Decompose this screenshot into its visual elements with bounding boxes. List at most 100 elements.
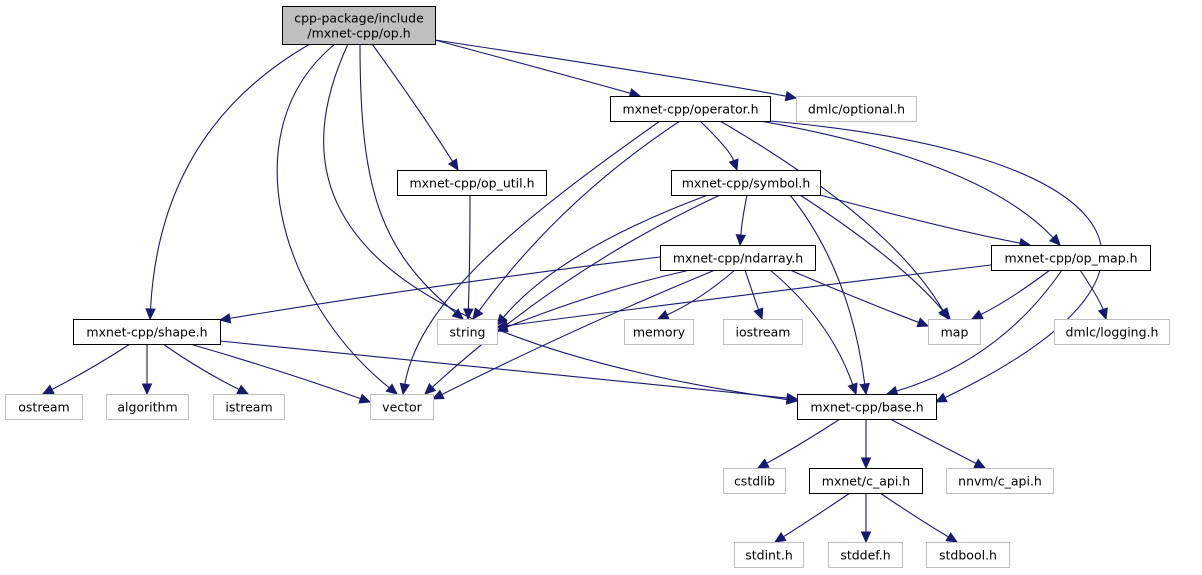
node-nnvm-c-api: nnvm/c_api.h	[946, 468, 1054, 494]
arrowhead-icon	[860, 457, 872, 470]
node-memory: memory	[624, 319, 694, 345]
edge-line	[503, 194, 709, 318]
node-label: memory	[633, 325, 686, 340]
node-symbol[interactable]: mxnet-cpp/symbol.h	[671, 170, 821, 196]
edge-operator-to-op_map	[759, 120, 1061, 246]
edge-operator-to-base	[769, 120, 1103, 403]
edge-line	[162, 343, 240, 391]
node-label: mxnet-cpp/base.h	[810, 400, 923, 415]
edge-line	[506, 264, 992, 327]
arrowhead-icon	[41, 384, 55, 395]
node-c-api[interactable]: mxnet/c_api.h	[809, 468, 923, 494]
edge-line	[51, 343, 131, 390]
node-stddef: stddef.h	[828, 542, 903, 568]
node-op-map[interactable]: mxnet-cpp/op_map.h	[991, 245, 1151, 271]
arrowhead-icon	[916, 317, 930, 328]
arrowhead-icon	[495, 320, 509, 331]
node-stdint: stdint.h	[734, 542, 804, 568]
node-op-util[interactable]: mxnet-cpp/op_util.h	[397, 170, 547, 196]
nodes-layer: cpp-package/include/mxnet-cpp/op.h mxnet-…	[5, 6, 1170, 568]
node-base[interactable]: mxnet-cpp/base.h	[797, 394, 937, 420]
arrowhead-icon	[859, 382, 870, 396]
edge-line	[799, 194, 944, 312]
node-optional: dmlc/optional.h	[796, 96, 917, 122]
node-logging: dmlc/logging.h	[1054, 319, 1170, 345]
node-box	[723, 319, 803, 345]
edge-symbol-to-map	[799, 194, 951, 320]
edge-line	[467, 194, 471, 310]
edge-op_util-to-string	[463, 194, 474, 321]
node-box	[106, 394, 189, 420]
node-box	[437, 319, 498, 345]
node-box[interactable]	[991, 245, 1151, 271]
node-box[interactable]	[282, 6, 436, 45]
node-label: mxnet-cpp/shape.h	[86, 325, 207, 340]
edge-line	[149, 43, 311, 310]
node-operator[interactable]: mxnet-cpp/operator.h	[610, 96, 771, 122]
edge-line	[431, 194, 721, 388]
arrowhead-icon	[756, 458, 770, 469]
node-algorithm: algorithm	[106, 394, 189, 420]
node-stdbool: stdbool.h	[926, 542, 1010, 568]
edge-line	[819, 194, 1021, 244]
arrowhead-icon	[939, 307, 951, 320]
edge-ndarray-to-shape	[218, 256, 661, 324]
arrowhead-icon	[424, 383, 437, 395]
node-label: vector	[382, 400, 423, 415]
edge-line	[744, 269, 760, 310]
node-box[interactable]	[660, 245, 816, 271]
node-box	[926, 542, 1010, 568]
edge-line	[478, 120, 681, 312]
node-box[interactable]	[397, 170, 547, 196]
node-box[interactable]	[797, 394, 937, 420]
arrowhead-icon	[236, 384, 250, 395]
node-cstdlib: cstdlib	[723, 468, 786, 494]
node-ndarray[interactable]: mxnet-cpp/ndarray.h	[660, 245, 816, 271]
edge-line	[359, 43, 456, 314]
edge-c_api-to-stddef	[860, 492, 872, 544]
node-box	[734, 542, 804, 568]
arrowhead-icon	[451, 308, 464, 320]
node-label: dmlc/optional.h	[808, 102, 905, 117]
node-box	[624, 319, 694, 345]
edge-line	[980, 269, 1051, 316]
node-box[interactable]	[671, 170, 821, 196]
arrowhead-icon	[773, 531, 787, 543]
arrowhead-icon	[847, 382, 858, 396]
node-label: mxnet/c_api.h	[822, 474, 910, 489]
edge-shape-to-base	[219, 340, 799, 404]
node-op[interactable]: cpp-package/include/mxnet-cpp/op.h	[282, 6, 436, 45]
arrowhead-icon	[218, 313, 232, 324]
edge-shape-to-ostream	[41, 343, 131, 395]
edge-line	[219, 340, 788, 399]
node-label: mxnet-cpp/op_util.h	[409, 176, 534, 191]
arrowhead-icon	[753, 307, 764, 321]
node-box	[828, 542, 903, 568]
edge-line	[879, 492, 949, 538]
edge-op-to-string	[359, 43, 464, 320]
edge-line	[323, 43, 788, 401]
arrowhead-icon	[1097, 307, 1108, 321]
arrowhead-icon	[399, 382, 411, 396]
arrowhead-icon	[358, 393, 372, 404]
edge-symbol-to-base	[789, 194, 870, 396]
node-label: cpp-package/include	[294, 11, 424, 26]
node-iostream: iostream	[723, 319, 803, 345]
node-string: string	[437, 319, 498, 345]
node-shape[interactable]: mxnet-cpp/shape.h	[73, 319, 221, 345]
node-ostream: ostream	[5, 394, 83, 420]
edge-line	[434, 39, 787, 97]
edge-line	[889, 418, 977, 464]
arrowhead-icon	[945, 532, 959, 543]
arrowhead-icon	[1048, 233, 1061, 246]
edge-ndarray-to-memory	[656, 269, 736, 320]
edge-operator-to-vector	[399, 120, 661, 396]
node-label: ostream	[18, 400, 69, 415]
edge-symbol-to-string	[496, 194, 709, 326]
node-box[interactable]	[73, 319, 221, 345]
node-box	[796, 96, 917, 122]
node-box[interactable]	[809, 468, 923, 494]
arrowhead-icon	[472, 307, 484, 320]
node-box[interactable]	[610, 96, 771, 122]
edge-ndarray-to-vector	[431, 269, 716, 400]
